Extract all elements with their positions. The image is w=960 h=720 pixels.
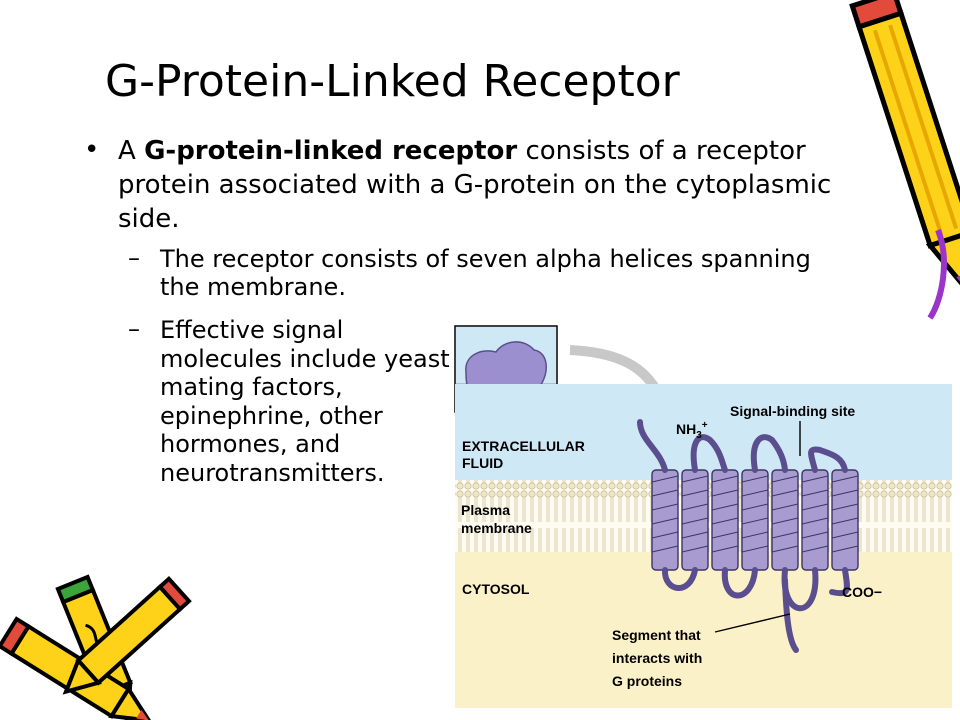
bullet-bold-term: G-protein-linked receptor — [144, 136, 518, 166]
cytosol-region — [455, 552, 952, 708]
sub-bullet-dash: – — [128, 244, 140, 272]
sub-bullet-2: Effective signal molecules include yeast… — [160, 316, 450, 487]
sub-bullet-1: The receptor consists of seven alpha hel… — [160, 245, 811, 301]
label-segment-2: interacts with — [612, 650, 702, 666]
seven-helices — [651, 469, 859, 571]
crossed-pencils-icon — [0, 574, 192, 720]
main-bullet-text: A G-protein-linked receptor consists of … — [118, 134, 863, 236]
label-extracellular-1: EXTRACELLULAR — [462, 438, 585, 454]
bullet-suffix: consists of a receptor protein associate… — [118, 136, 832, 234]
receptor-diagram: EXTRACELLULAR FLUID Plasma membrane CYTO… — [455, 384, 952, 708]
label-nh3: NH3+ — [676, 420, 708, 441]
label-membrane-2: membrane — [461, 520, 532, 536]
bullet-prefix: A — [118, 136, 145, 166]
label-signal-binding-site: Signal-binding site — [730, 403, 855, 419]
extracellular-region — [455, 384, 952, 480]
label-coo: COO− — [842, 584, 882, 600]
label-extracellular-2: FLUID — [462, 455, 503, 471]
sub-bullet-dash: – — [128, 315, 140, 343]
label-cytosol: CYTOSOL — [462, 581, 530, 597]
label-segment-3: G proteins — [612, 673, 682, 689]
bullet-dot: • — [84, 135, 100, 165]
label-membrane-1: Plasma — [461, 502, 510, 518]
label-segment-1: Segment that — [612, 627, 701, 643]
slide-title: G-Protein-Linked Receptor — [105, 56, 680, 107]
pencil-scribble-icon — [927, 228, 947, 320]
